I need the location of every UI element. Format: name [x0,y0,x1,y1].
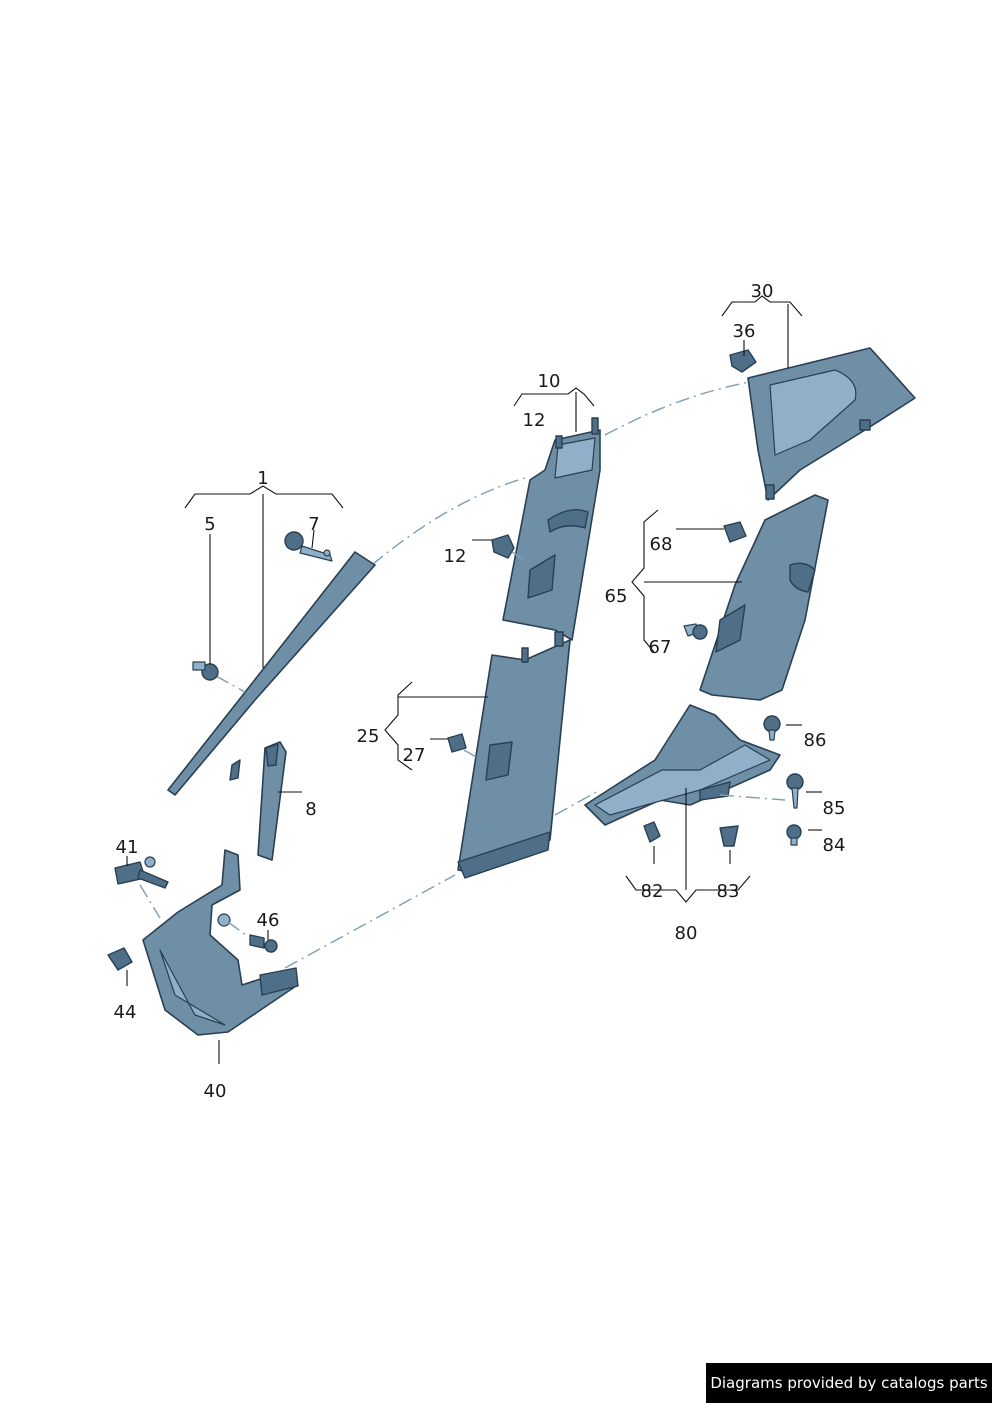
callout-30: 30 [751,281,774,302]
callout-68: 68 [650,534,673,555]
fastener-line-12 [511,551,526,561]
nut-84[interactable] [786,824,802,846]
callout-84: 84 [823,835,846,856]
b-pillar-upper-trim[interactable] [502,417,601,641]
rear-pillar-lower-trim[interactable] [699,494,829,701]
clip-44[interactable] [107,947,133,971]
push-pin-7[interactable] [284,531,333,562]
callout-40: 40 [204,1081,227,1102]
clip-36[interactable] [729,349,757,373]
callout-7: 7 [308,514,319,535]
fastener-line-46 [227,921,251,939]
callout-12-lower: 12 [444,546,467,567]
clip-82[interactable] [643,821,661,843]
clip-68[interactable] [723,521,747,543]
trim-strip-8[interactable] [257,741,287,861]
callout-12-upper: 12 [523,410,546,431]
clip-5[interactable] [192,661,219,681]
c-pillar-trim[interactable] [747,347,916,501]
callout-65: 65 [605,586,628,607]
callout-27: 27 [403,745,426,766]
credit-banner: Diagrams provided by catalogs parts [706,1363,992,1403]
callout-41: 41 [116,837,139,858]
callout-36: 36 [733,321,756,342]
fastener-line-41 [139,884,161,919]
callout-8: 8 [305,799,316,820]
leader-lines [126,295,822,1064]
clip-12[interactable] [491,534,515,559]
callout-83: 83 [717,881,740,902]
callout-46: 46 [257,910,280,931]
callout-5: 5 [204,514,215,535]
sill-trim[interactable] [584,704,781,826]
clip-27[interactable] [447,733,467,753]
wiring-clip-41[interactable] [114,856,169,889]
callout-1: 1 [257,468,268,489]
clip-83[interactable] [719,825,739,847]
b-pillar-lower-trim[interactable] [457,631,571,879]
push-pin-67[interactable] [683,623,708,640]
screw-46[interactable] [217,913,278,953]
a-pillar-trim[interactable] [167,551,376,796]
callout-44: 44 [114,1002,137,1023]
screw-85[interactable] [786,773,804,809]
fastener-line-27 [463,749,477,758]
fastener-line-85 [719,794,786,801]
callout-67: 67 [649,637,672,658]
callout-80: 80 [675,923,698,944]
callout-86: 86 [804,730,827,751]
callout-25: 25 [357,726,380,747]
callout-10: 10 [538,371,561,392]
callout-82: 82 [641,881,664,902]
fastener-line-5 [215,675,246,693]
screw-86[interactable] [763,715,781,741]
callout-85: 85 [823,798,846,819]
lower-a-pillar-trim[interactable] [142,849,299,1036]
